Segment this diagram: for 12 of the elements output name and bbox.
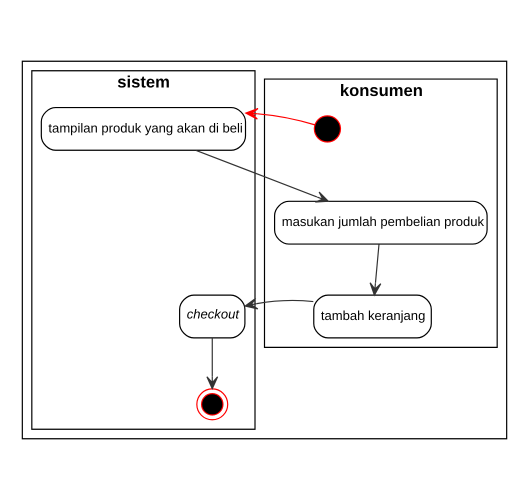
- arrow: [196, 150, 329, 203]
- arrow: [245, 108, 316, 126]
- arrow: [370, 244, 382, 296]
- node-circle: [196, 388, 228, 420]
- node-circle: [314, 115, 342, 143]
- node-box: tampilan produk yang akan di beli: [40, 106, 246, 151]
- node-box: masukan jumlah pembelian produk: [274, 200, 488, 245]
- cluster: [22, 60, 508, 440]
- node-box: tambah keranjang: [313, 294, 432, 338]
- arrow: [244, 298, 314, 310]
- arrow: [206, 338, 218, 390]
- node-box: checkout: [179, 294, 246, 338]
